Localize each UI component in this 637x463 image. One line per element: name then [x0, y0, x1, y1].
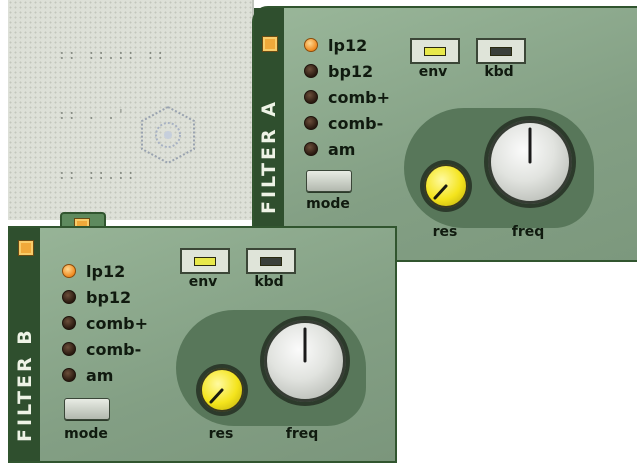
- filter-b-mode-button[interactable]: [64, 398, 110, 420]
- round-led-icon: [304, 64, 318, 78]
- round-led-icon: [304, 90, 318, 104]
- filter-a-env-button[interactable]: [410, 38, 460, 64]
- filter-b-env-button[interactable]: [180, 248, 230, 274]
- filter-b-mode-button-label: mode: [64, 426, 108, 442]
- mode-label: comb+: [86, 313, 149, 333]
- filter-a-mode-bp12[interactable]: bp12: [304, 58, 390, 84]
- filter-a-kbd-button[interactable]: [476, 38, 526, 64]
- filter-a-panel: FILTER A lp12 bp12 comb+ comb- am mode e…: [252, 6, 637, 262]
- filter-b-res-label: res: [208, 426, 234, 442]
- filter-b-env-label: env: [188, 274, 218, 290]
- filter-b-panel: FILTER B lp12 bp12 comb+ comb- am mode e…: [8, 226, 397, 463]
- filter-display: :: ::.:: :: :: . .' :: ::.:: : .::. :: :…: [8, 0, 254, 303]
- round-led-icon: [62, 342, 76, 356]
- env-indicator: [194, 256, 216, 266]
- knob-pointer-icon: [209, 388, 224, 404]
- filter-b-mode-bp12[interactable]: bp12: [62, 284, 148, 310]
- filter-a-kbd-label: kbd: [484, 64, 514, 80]
- filter-a-freq-label: freq: [511, 224, 545, 240]
- mode-label: lp12: [328, 35, 368, 55]
- mode-label: lp12: [86, 261, 126, 281]
- filter-a-mode-button[interactable]: [306, 170, 352, 192]
- filter-a-res-label: res: [432, 224, 458, 240]
- round-led-icon: [304, 38, 318, 52]
- filter-a-title: FILTER A: [258, 99, 280, 214]
- env-indicator: [424, 46, 446, 56]
- filter-a-res-knob[interactable]: [424, 164, 468, 208]
- round-led-icon: [62, 290, 76, 304]
- filter-b-res-knob[interactable]: [200, 368, 244, 412]
- hexagon-icon: [141, 105, 195, 165]
- filter-b-mode-list: lp12 bp12 comb+ comb- am: [62, 258, 148, 388]
- kbd-indicator: [260, 256, 282, 266]
- filter-a-mode-list: lp12 bp12 comb+ comb- am: [304, 32, 390, 162]
- kbd-indicator: [490, 46, 512, 56]
- display-line: :: ::.:: ::: [58, 48, 167, 63]
- knob-pointer-icon: [303, 327, 307, 363]
- filter-b-freq-label: freq: [285, 426, 319, 442]
- mode-label: bp12: [328, 61, 374, 81]
- filter-a-mode-comb-minus[interactable]: comb-: [304, 110, 390, 136]
- mode-label: comb-: [86, 339, 142, 359]
- filter-a-env-label: env: [418, 64, 448, 80]
- filter-a-mode-button-label: mode: [306, 196, 350, 212]
- round-led-icon: [62, 368, 76, 382]
- mode-label: bp12: [86, 287, 132, 307]
- display-line: :: ::.::: [58, 168, 137, 183]
- mode-label: am: [86, 365, 114, 385]
- mode-label: comb-: [328, 113, 384, 133]
- filter-b-mode-comb-minus[interactable]: comb-: [62, 336, 148, 362]
- filter-a-enable-toggle[interactable]: [262, 36, 278, 52]
- filter-b-freq-knob[interactable]: [264, 320, 346, 402]
- mode-label: comb+: [328, 87, 391, 107]
- round-led-icon: [62, 316, 76, 330]
- round-led-icon: [304, 116, 318, 130]
- filter-a-mode-lp12[interactable]: lp12: [304, 32, 390, 58]
- filter-b-kbd-button[interactable]: [246, 248, 296, 274]
- filter-b-kbd-label: kbd: [254, 274, 284, 290]
- filter-a-mode-am[interactable]: am: [304, 136, 390, 162]
- mode-label: am: [328, 139, 356, 159]
- filter-b-spine: FILTER B: [10, 228, 40, 461]
- filter-a-freq-knob[interactable]: [488, 120, 572, 204]
- knob-pointer-icon: [433, 184, 448, 200]
- display-line: :: . .': [58, 108, 127, 123]
- filter-b-mode-am[interactable]: am: [62, 362, 148, 388]
- filter-b-enable-toggle[interactable]: [18, 240, 34, 256]
- round-led-icon: [304, 142, 318, 156]
- round-led-icon: [62, 264, 76, 278]
- filter-b-mode-comb-plus[interactable]: comb+: [62, 310, 148, 336]
- filter-b-mode-lp12[interactable]: lp12: [62, 258, 148, 284]
- knob-pointer-icon: [528, 127, 532, 164]
- filter-a-mode-comb-plus[interactable]: comb+: [304, 84, 390, 110]
- filter-b-title: FILTER B: [14, 327, 36, 442]
